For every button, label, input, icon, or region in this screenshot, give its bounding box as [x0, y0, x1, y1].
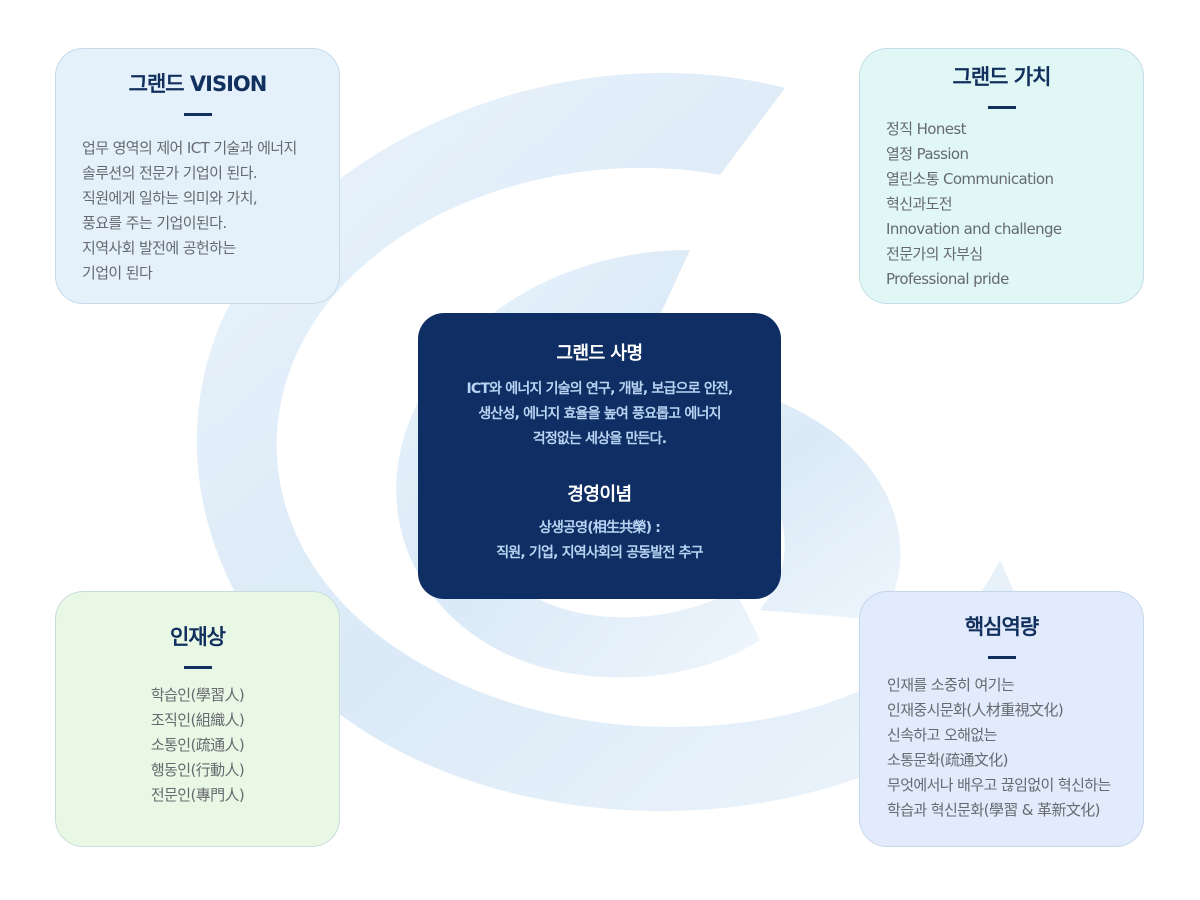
- vision-line: 풍요를 주는 기업이된다.: [82, 214, 227, 232]
- vision-line: 업무 영역의 제어 ICT 기술과 에너지: [82, 139, 297, 157]
- core-competency-card: 핵심역량 인재를 소중히 여기는 인재중시문화(人材重視文化) 신속하고 오해없…: [859, 591, 1144, 847]
- talent-line: 전문인(專門人): [150, 786, 245, 804]
- value-title-underline: [987, 106, 1016, 109]
- value-text: 정직 Honest 열정 Passion 열린소통 Communication …: [860, 117, 1143, 292]
- value-line: 정직 Honest: [886, 120, 966, 138]
- value-line: 혁신과도전: [886, 195, 953, 213]
- core-line: 신속하고 오해없는: [887, 726, 997, 744]
- core-line: 인재중시문화(人材重視文化): [887, 701, 1064, 719]
- value-line: 열린소통 Communication: [886, 170, 1054, 188]
- talent-card: 인재상 학습인(學習人) 조직인(組織人) 소통인(疏通人) 행동인(行動人) …: [55, 591, 340, 847]
- core-title-underline: [987, 656, 1016, 659]
- value-line: Professional pride: [886, 270, 1009, 288]
- talent-text: 학습인(學習人) 조직인(組織人) 소통인(疏通人) 행동인(行動人) 전문인(…: [56, 683, 339, 808]
- talent-title-underline: [183, 666, 212, 669]
- philosophy-line: 직원, 기업, 지역사회의 공동발전 추구: [496, 545, 703, 561]
- mission-line: 걱정없는 세상을 만든다.: [532, 431, 667, 447]
- philosophy-title: 경영이념: [567, 484, 632, 505]
- core-title: 핵심역량: [964, 615, 1039, 639]
- talent-line: 행동인(行動人): [150, 761, 245, 779]
- vision-title-underline: [183, 113, 212, 116]
- vision-line: 솔루션의 전문가 기업이 된다.: [82, 164, 258, 182]
- philosophy-line: 상생공영(相生共榮) :: [538, 520, 661, 536]
- core-line: 인재를 소중히 여기는: [887, 676, 1015, 694]
- mission-text: ICT와 에너지 기술의 연구, 개발, 보급으로 안전, 생산성, 에너지 효…: [418, 377, 781, 452]
- core-line: 소통문화(疏通文化): [887, 751, 1009, 769]
- value-card: 그랜드 가치 정직 Honest 열정 Passion 열린소통 Communi…: [859, 48, 1144, 304]
- mission-line: ICT와 에너지 기술의 연구, 개발, 보급으로 안전,: [466, 381, 734, 397]
- vision-line: 직원에게 일하는 의미와 가치,: [82, 189, 258, 207]
- value-line: 열정 Passion: [886, 145, 969, 163]
- talent-line: 학습인(學習人): [150, 686, 245, 704]
- talent-title: 인재상: [170, 625, 226, 649]
- vision-line: 기업이 된다: [82, 264, 153, 282]
- core-line: 학습과 혁신문화(學習 & 革新文化): [887, 801, 1101, 819]
- talent-line: 소통인(疏通人): [150, 736, 245, 754]
- vision-line: 지역사회 발전에 공헌하는: [82, 239, 236, 257]
- vision-text: 업무 영역의 제어 ICT 기술과 에너지 솔루션의 전문가 기업이 된다. 직…: [56, 136, 339, 286]
- mission-line: 생산성, 에너지 효율을 높여 풍요롭고 에너지: [478, 406, 721, 422]
- vision-card: 그랜드 VISION 업무 영역의 제어 ICT 기술과 에너지 솔루션의 전문…: [55, 48, 340, 304]
- talent-line: 조직인(組織人): [150, 711, 245, 729]
- mission-card: 그랜드 사명 ICT와 에너지 기술의 연구, 개발, 보급으로 안전, 생산성…: [418, 313, 781, 599]
- vision-title: 그랜드 VISION: [128, 72, 268, 96]
- core-text: 인재를 소중히 여기는 인재중시문화(人材重視文化) 신속하고 오해없는 소통문…: [860, 673, 1143, 823]
- value-line: Innovation and challenge: [886, 220, 1062, 238]
- philosophy-text: 상생공영(相生共榮) : 직원, 기업, 지역사회의 공동발전 추구: [418, 516, 781, 566]
- value-line: 전문가의 자부심: [886, 245, 983, 263]
- value-title: 그랜드 가치: [952, 65, 1052, 89]
- mission-title: 그랜드 사명: [556, 343, 643, 364]
- core-line: 무엇에서나 배우고 끊임없이 혁신하는: [887, 776, 1111, 794]
